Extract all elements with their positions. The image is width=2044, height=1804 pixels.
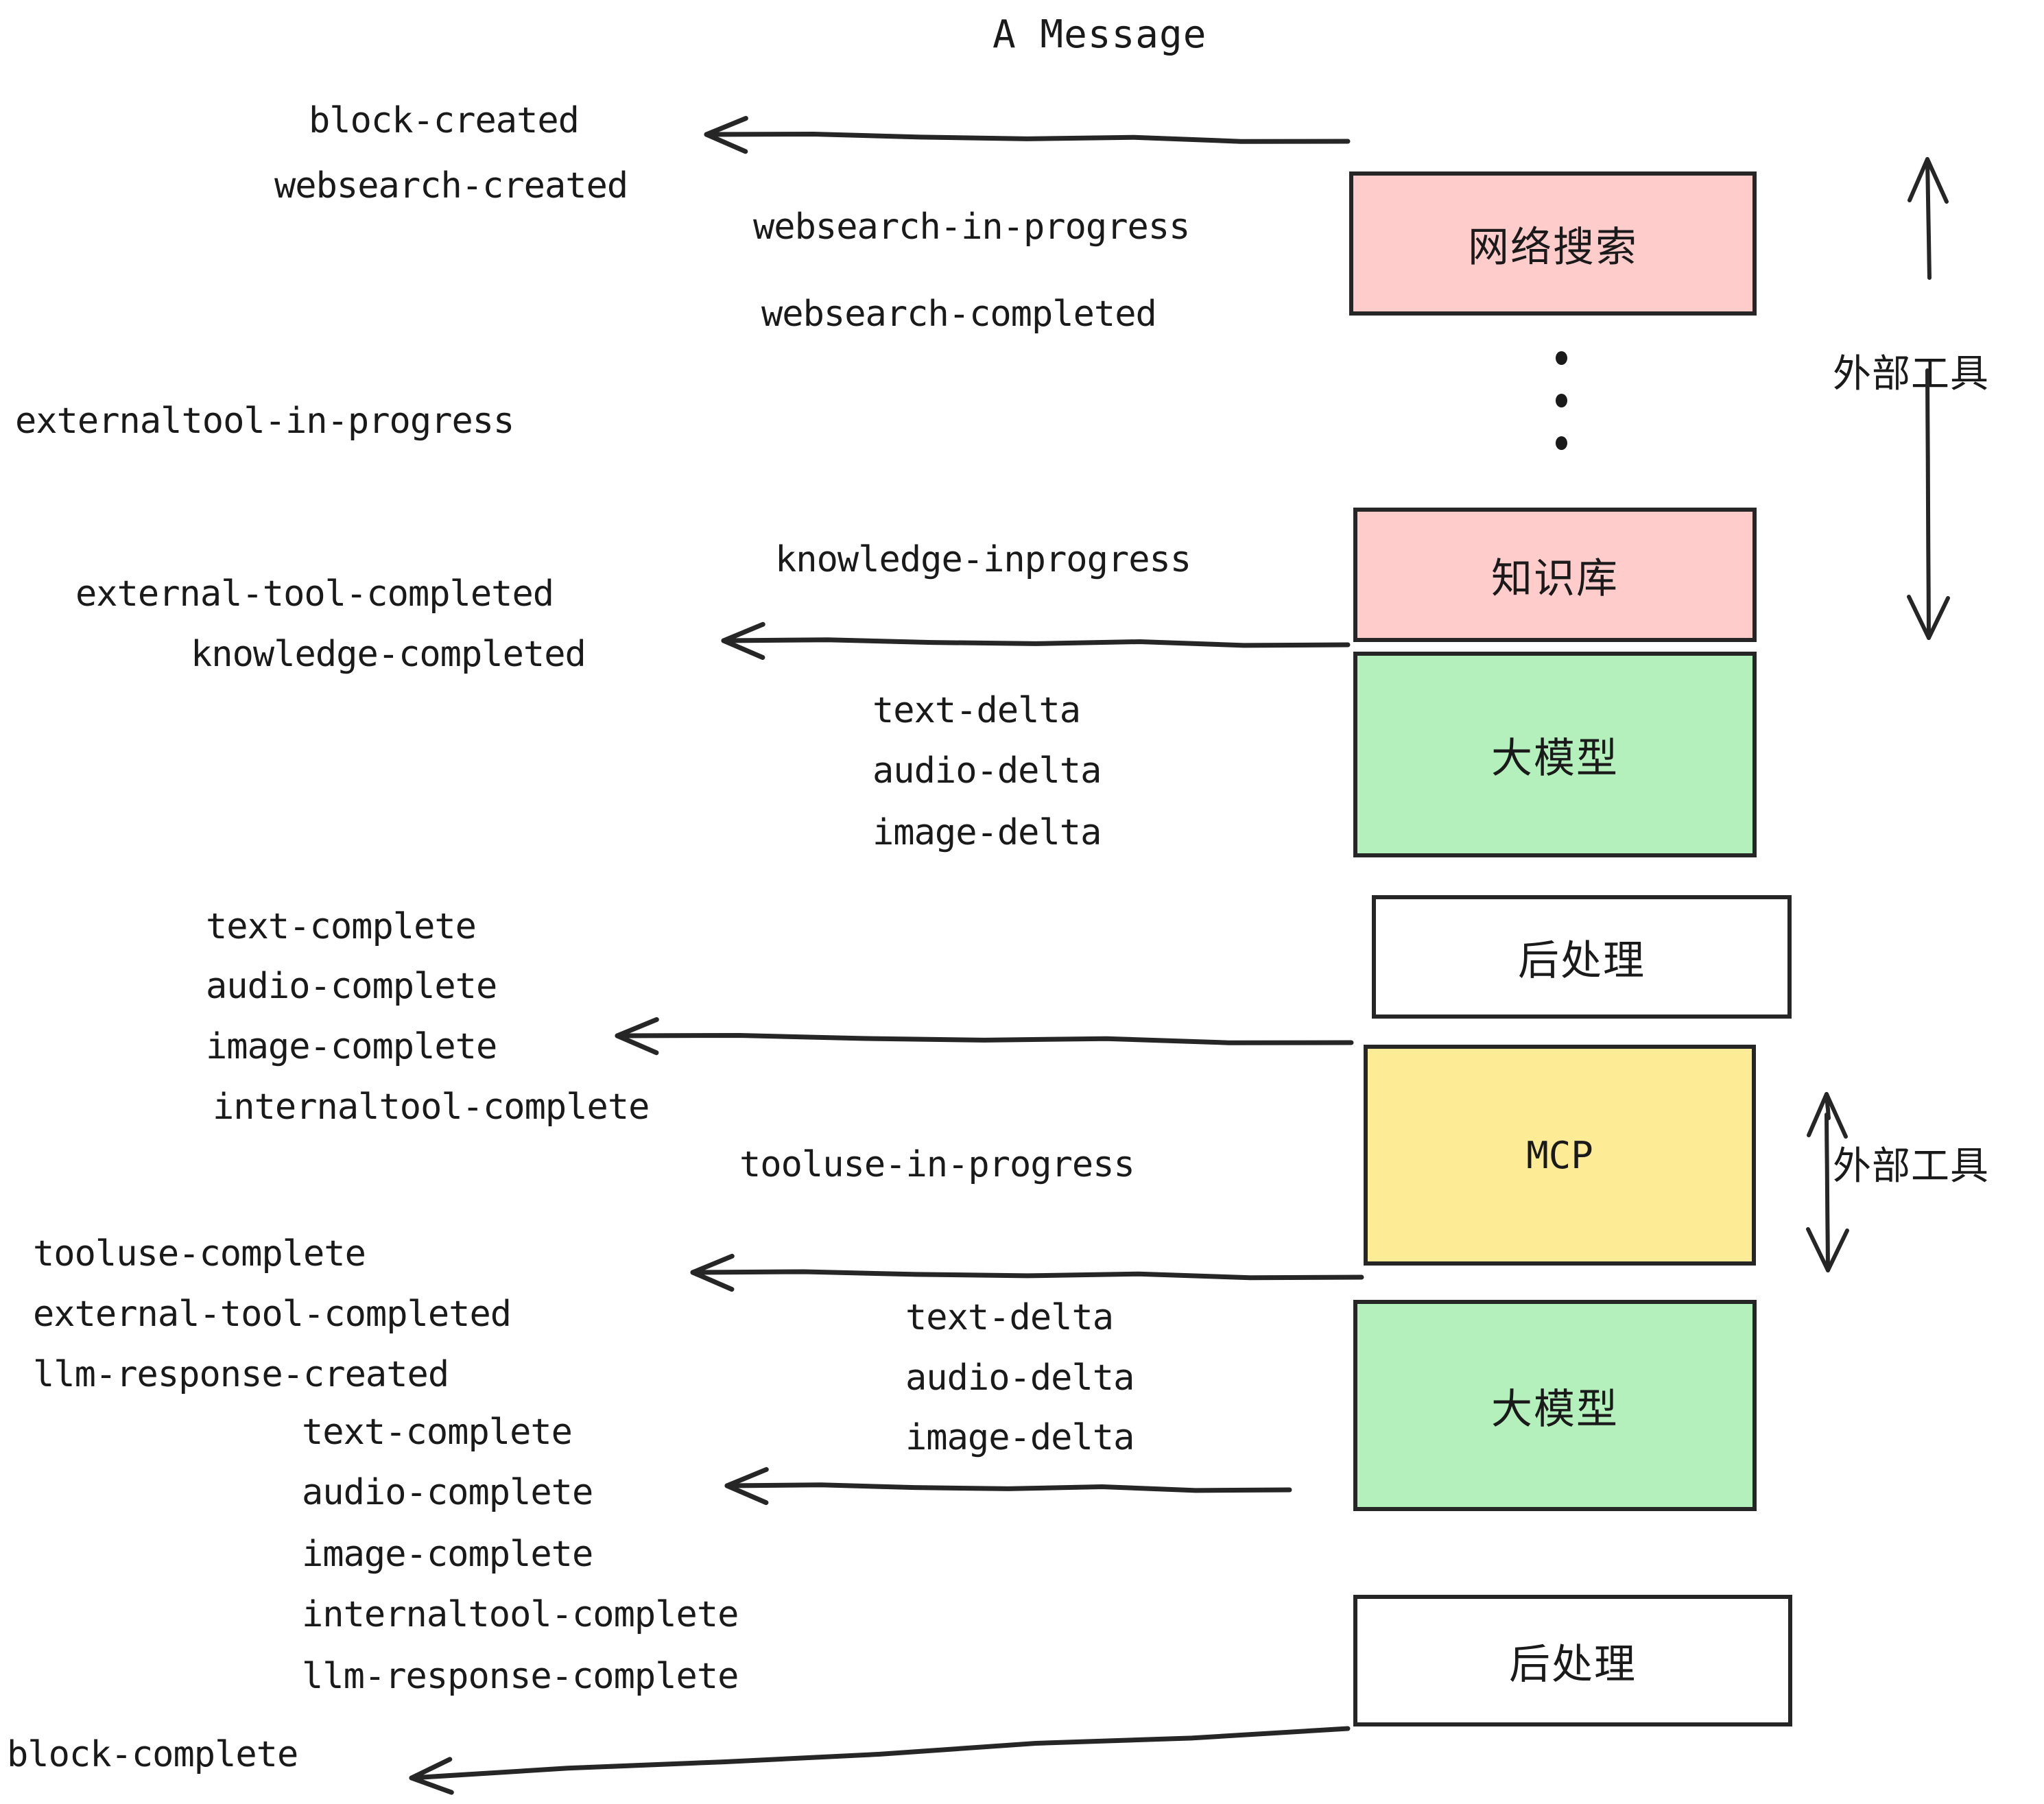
event-label-external-tool-completed-1: external-tool-completed [75,573,554,615]
external-tools-arrow-bottom-up-line [1825,1092,1831,1120]
event-label-websearch-created: websearch-created [274,165,628,206]
event-label-external-tool-completed-2: external-tool-completed [33,1294,512,1335]
event-label-audio-delta-1: audio-delta [872,750,1102,792]
event-label-knowledge-completed: knowledge-completed [191,634,586,675]
external-tools-arrow-top-down-head [1907,595,1950,640]
arrow-image-complete-line [615,1033,1354,1045]
node-knowledgebase[interactable]: 知识库 [1353,508,1757,642]
event-label-audio-delta-2: audio-delta [905,1357,1134,1399]
page-title: A Message [993,12,1207,57]
event-label-text-complete-2: text-complete [302,1412,573,1453]
event-label-text-complete-1: text-complete [206,906,477,947]
event-label-block-complete: block-complete [7,1734,298,1775]
arrow-audio-complete-head [724,1467,769,1506]
arrow-tooluse-complete-line [690,1269,1364,1281]
event-label-websearch-in-progress: websearch-in-progress [753,206,1190,248]
node-postprocess-2[interactable]: 后处理 [1353,1595,1792,1726]
event-label-audio-complete-2: audio-complete [302,1472,593,1513]
arrow-knowledge-completed-head [721,621,765,660]
event-label-internaltool-complete-1: internaltool-complete [213,1087,650,1128]
node-websearch[interactable]: 网络搜索 [1349,171,1757,316]
event-label-text-delta-2: text-delta [905,1297,1114,1338]
arrow-image-complete-head [615,1017,659,1056]
arrow-knowledge-completed-line [721,637,1351,648]
event-label-block-created: block-created [309,100,580,141]
event-label-image-complete-1: image-complete [206,1026,497,1067]
event-label-image-delta-1: image-delta [872,812,1102,853]
event-label-tooluse-in-progress: tooluse-in-progress [739,1144,1135,1185]
external-tools-arrow-top-down-line [1925,368,1931,640]
side-label-external-tools-bottom: 外部工具 [1833,1144,1989,1189]
event-label-image-delta-2: image-delta [905,1417,1134,1458]
arrow-block-complete-line [409,1726,1351,1781]
node-mcp[interactable]: MCP [1364,1045,1756,1266]
external-tools-arrow-bottom-down-head [1806,1227,1849,1272]
external-tools-arrow-bottom-down-line [1825,1113,1830,1272]
arrow-websearch-created-head [704,116,748,154]
arrow-websearch-created-line [704,132,1351,144]
ellipsis-dot [1556,351,1567,365]
node-llm-1[interactable]: 大模型 [1353,652,1757,857]
external-tools-arrow-top-up-head [1908,157,1949,204]
event-label-llm-response-complete: llm-response-complete [302,1656,739,1697]
arrow-block-complete-head [409,1757,454,1795]
event-label-text-delta-1: text-delta [872,690,1081,731]
node-llm-2[interactable]: 大模型 [1353,1300,1757,1511]
event-label-llm-response-created: llm-response-created [33,1354,449,1395]
arrow-audio-complete-line [724,1482,1292,1493]
event-label-tooluse-complete: tooluse-complete [33,1233,366,1274]
event-label-websearch-completed: websearch-completed [761,294,1157,335]
external-tools-arrow-bottom-up-head [1807,1092,1848,1139]
event-label-image-complete-2: image-complete [302,1534,593,1575]
ellipsis-dot [1556,394,1567,407]
event-label-internaltool-complete-2: internaltool-complete [302,1594,739,1635]
arrow-tooluse-complete-head [690,1253,735,1292]
external-tools-arrow-top-up-line [1925,157,1932,280]
vertical-ellipsis [1556,351,1567,450]
event-label-externaltool-in-progress: externaltool-in-progress [15,401,514,442]
event-label-knowledge-inprogress: knowledge-inprogress [775,539,1191,580]
ellipsis-dot [1556,436,1567,450]
event-label-audio-complete-1: audio-complete [206,966,497,1007]
side-label-external-tools-top: 外部工具 [1833,352,1989,396]
node-postprocess-1[interactable]: 后处理 [1372,895,1792,1019]
